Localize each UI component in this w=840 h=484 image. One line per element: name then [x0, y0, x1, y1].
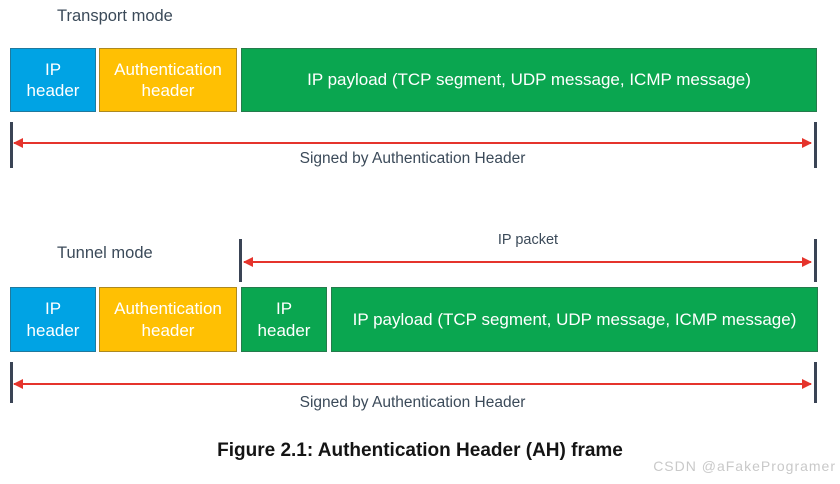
tunnel-signed-label: Signed by Authentication Header [299, 394, 526, 411]
arrowhead-right-icon [802, 379, 812, 389]
signed-span-arrow [13, 379, 812, 389]
transport-signed-label: Signed by Authentication Header [299, 150, 526, 167]
measure-bar-right [814, 239, 817, 282]
arrowhead-left-icon [13, 379, 23, 389]
signed-span-arrow [13, 138, 812, 148]
arrowhead-right-icon [802, 257, 812, 267]
measure-bar-left [10, 362, 13, 403]
measure-bar-right [814, 122, 817, 168]
box-label: IP payload (TCP segment, UDP message, IC… [307, 70, 751, 90]
measure-bar-right [814, 362, 817, 403]
tunnel-ip-header-outer-box: IP header [10, 287, 96, 352]
watermark: CSDN @aFakeProgramer [653, 458, 836, 474]
box-label: IP payload (TCP segment, UDP message, IC… [352, 309, 797, 329]
transport-mode-label: Transport mode [57, 7, 173, 25]
box-label: Authentication header [114, 59, 222, 100]
tunnel-mode-label: Tunnel mode [57, 244, 153, 262]
transport-ip-payload-box: IP payload (TCP segment, UDP message, IC… [241, 48, 817, 112]
arrowhead-left-icon [13, 138, 23, 148]
transport-authentication-header-box: Authentication header [99, 48, 237, 112]
transport-ip-header-box: IP header [10, 48, 96, 112]
tunnel-ip-header-inner-box: IP header [241, 287, 327, 352]
tunnel-ip-payload-box: IP payload (TCP segment, UDP message, IC… [331, 287, 818, 352]
measure-bar-left [10, 122, 13, 168]
ip-packet-span-arrow [243, 257, 812, 267]
figure-caption: Figure 2.1: Authentication Header (AH) f… [217, 440, 623, 461]
measure-bar-left [239, 239, 242, 282]
box-label: IP header [26, 299, 80, 340]
arrowhead-right-icon [802, 138, 812, 148]
box-label: IP header [26, 59, 80, 100]
box-label: Authentication header [114, 299, 222, 340]
arrowhead-left-icon [243, 257, 253, 267]
box-label: IP header [257, 299, 311, 340]
ip-packet-label: IP packet [497, 232, 559, 248]
tunnel-authentication-header-box: Authentication header [99, 287, 237, 352]
